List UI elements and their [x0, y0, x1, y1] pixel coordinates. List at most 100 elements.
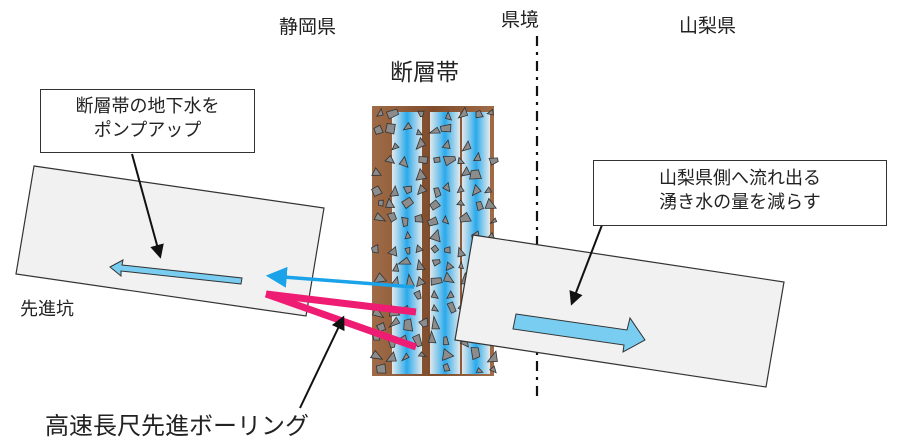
rock-fragment: [461, 140, 472, 152]
rock-fragment: [457, 246, 467, 258]
boring-label: 高速長尺先進ボーリング: [45, 412, 309, 440]
label-arrow-boring: [299, 315, 345, 409]
rock-fragment: [431, 315, 441, 330]
rock-fragment: [373, 124, 384, 135]
rock-fragment: [415, 136, 427, 150]
rock-fragment: [445, 261, 455, 271]
rock-fragment: [415, 167, 428, 181]
rock-fragment: [459, 211, 472, 223]
callout-reduce-water: 山梨県側へ流れ出る 湧き水の量を減らす: [593, 160, 887, 226]
rock-fragment: [475, 366, 484, 373]
rock-fragment: [483, 186, 493, 194]
rock-fragment: [416, 258, 426, 271]
callout-reduce-line1: 山梨県側へ流れ出る: [659, 168, 821, 189]
pumped-water-arrow: [265, 266, 415, 289]
rock-fragment: [385, 123, 396, 135]
rock-fragment: [388, 316, 401, 328]
callout-pump-up: 断層帯の地下水を ポンプアップ: [40, 89, 255, 153]
border-label: 県境: [501, 9, 540, 31]
rock-fragment: [415, 244, 424, 254]
rock-fragment: [418, 156, 429, 164]
rock-fragment: [404, 230, 412, 240]
rock-fragment: [430, 277, 443, 286]
rock-fragment: [369, 349, 384, 360]
rock-fragment: [385, 197, 396, 208]
rock-fragment: [457, 156, 466, 165]
rock-fragment: [486, 108, 494, 116]
rock-fragment: [446, 301, 457, 314]
rock-fragment: [469, 169, 482, 180]
rock-fragments: [369, 106, 499, 374]
rock-fragment: [373, 272, 388, 284]
rock-fragment: [385, 351, 397, 362]
rock-fragment: [457, 106, 469, 119]
rock-fragment: [428, 228, 441, 243]
rock-fragment: [391, 142, 400, 151]
boring-line-upper: [265, 290, 417, 316]
water-flow-arrow-right: [512, 313, 646, 353]
rock-fragment: [439, 123, 452, 133]
rock-fragment: [430, 244, 440, 254]
rock-fragment: [384, 154, 396, 165]
rock-fragment: [429, 199, 441, 211]
water-vein-2: [430, 112, 460, 374]
yamanashi-label: 山梨県: [679, 15, 737, 37]
rock-fragment: [402, 121, 413, 131]
rock-fragment: [411, 333, 423, 348]
rock-fragment: [371, 167, 382, 176]
rock-fragment: [460, 166, 471, 177]
rock-fragment: [486, 350, 498, 363]
rock-fragment: [488, 157, 499, 166]
rock-fragment: [431, 303, 440, 312]
rock-fragment: [371, 243, 379, 254]
rock-fragment: [475, 201, 485, 212]
rock-fragment: [385, 108, 400, 120]
pilot-tunnel-label: 先進坑: [20, 299, 74, 320]
rock-fragment: [403, 318, 414, 332]
callout-pump-up-line2: ポンプアップ: [93, 120, 202, 142]
rock-fragment: [442, 362, 451, 372]
rock-fragment: [414, 213, 424, 223]
rock-fragment: [428, 126, 441, 134]
rock-fragment: [389, 184, 400, 197]
rock-fragment: [443, 336, 450, 346]
rock-fragment: [400, 352, 410, 362]
rock-fragment: [401, 216, 409, 228]
rock-fragment: [444, 110, 453, 121]
rock-fragment: [442, 181, 451, 193]
pilot-tunnel-left: [15, 165, 325, 317]
rock-fragment: [443, 271, 455, 284]
rock-fragment: [426, 216, 439, 227]
rock-fragment: [489, 217, 498, 225]
rock-fragment: [417, 351, 427, 357]
rock-fragment: [404, 246, 411, 255]
rock-fragment: [391, 262, 400, 272]
rock-fragment: [416, 128, 424, 136]
rock-fragment: [375, 322, 386, 333]
rock-fragment: [475, 109, 484, 119]
rock-fragment: [431, 259, 441, 267]
rock-fragment: [430, 289, 439, 299]
shizuoka-label: 静岡県: [279, 16, 337, 38]
rock-fragment: [471, 183, 482, 197]
pilot-tunnel-right: [454, 234, 785, 388]
rock-fragment: [376, 107, 384, 117]
rock-fragment: [442, 155, 457, 167]
rock-fragment: [402, 185, 412, 195]
rock-fragment: [444, 246, 451, 254]
rock-fragment: [441, 214, 450, 225]
fault-zone-label: 断層帯: [390, 60, 459, 86]
callout-pump-up-line1: 断層帯の地下水を: [75, 96, 220, 117]
rock-fragment: [484, 197, 497, 209]
rock-fragment: [413, 289, 422, 300]
rock-fragment: [441, 139, 451, 149]
rock-fragment: [398, 155, 409, 168]
rock-fragment: [456, 199, 466, 206]
rock-fragment: [387, 246, 398, 257]
rock-fragment: [386, 212, 397, 223]
rock-fragment: [428, 329, 437, 344]
rock-fragment: [377, 199, 384, 207]
rock-fragment: [397, 256, 412, 265]
rock-fragment: [470, 347, 481, 361]
